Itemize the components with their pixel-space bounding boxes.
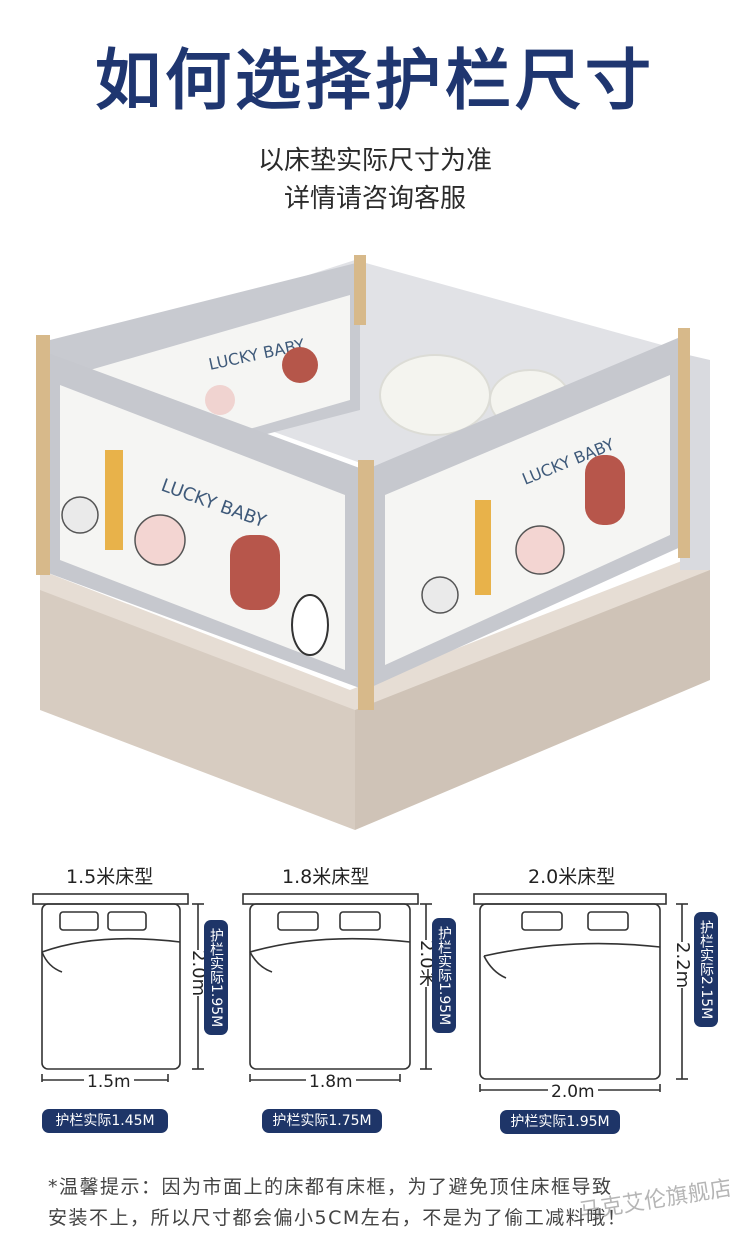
subtitle-consult-service: 详情请咨询客服 [283, 184, 466, 214]
cartoon-giraffe [105, 450, 123, 550]
bed-base-front [40, 590, 355, 830]
cartoon-pig-right [515, 525, 565, 575]
size-diagram-2-0m: 2.0米床型 2.0m 2.2m 护栏实际2.15M 护栏实际1.95M [470, 862, 730, 1142]
subtitle-mattress-size: 以床垫实际尺寸为准 [257, 146, 492, 176]
side-rail-badge: 护栏实际1.95M [204, 920, 228, 1036]
corner-post-left [36, 335, 50, 575]
corner-post-front [358, 460, 374, 710]
bed-outline-2-0m [473, 893, 688, 1092]
corner-post-back [354, 255, 366, 325]
width-label: 2.0m [548, 1082, 598, 1102]
bed-outline-1-8m [242, 893, 432, 1082]
cartoon-penguin [291, 594, 329, 656]
cartoon-bear-right [585, 455, 625, 525]
side-rail-badge: 护栏实际1.95M [432, 918, 456, 1034]
bed-type-label: 1.8米床型 [282, 866, 370, 888]
cartoon-bear-back [282, 347, 318, 383]
page-title: 如何选择护栏尺寸 [95, 42, 655, 119]
cartoon-bear-front [230, 535, 280, 610]
cartoon-cat-right [421, 576, 459, 614]
tip-note-line1: *温馨提示：因为市面上的床都有床框，为了避免顶住床框导致 [48, 1176, 613, 1198]
width-label: 1.8m [306, 1072, 356, 1092]
side-rail-badge: 护栏实际2.15M [694, 912, 718, 1028]
bed-base-side [355, 570, 710, 830]
length-label: 2.0m [188, 950, 209, 997]
corner-post-right [678, 328, 690, 558]
cartoon-cat [61, 496, 99, 534]
size-diagram-1-5m: 1.5米床型 1.5m 2.0m 护栏实际1.95M 护栏实际1.45M [28, 862, 233, 1142]
cartoon-pig-back [205, 385, 235, 415]
bed-outline-1-5m [32, 893, 204, 1082]
bottom-rail-badge: 护栏实际1.95M [500, 1110, 620, 1134]
bottom-rail-badge: 护栏实际1.45M [42, 1109, 168, 1133]
tip-note-line2: 安装不上，所以尺寸都会偏小5CM左右，不是为了偷工减料哦！ [48, 1207, 628, 1229]
bed-rail-product-image: LUCKY BABY LUCKY BABY LUCKY BABY [36, 255, 710, 830]
length-label: 2.2m [672, 942, 693, 989]
length-label: 2.0米 [416, 940, 437, 987]
size-diagram-1-8m: 1.8米床型 1.8m 2.0米 护栏实际1.95M 护栏实际1.75M [240, 862, 470, 1142]
pillow-left [379, 354, 491, 436]
cartoon-pig-front [134, 514, 186, 566]
bed-type-label: 2.0米床型 [528, 866, 616, 888]
width-label: 1.5m [84, 1072, 134, 1092]
cartoon-giraffe-right [475, 500, 491, 595]
bottom-rail-badge: 护栏实际1.75M [262, 1109, 382, 1133]
bed-type-label: 1.5米床型 [66, 866, 154, 888]
